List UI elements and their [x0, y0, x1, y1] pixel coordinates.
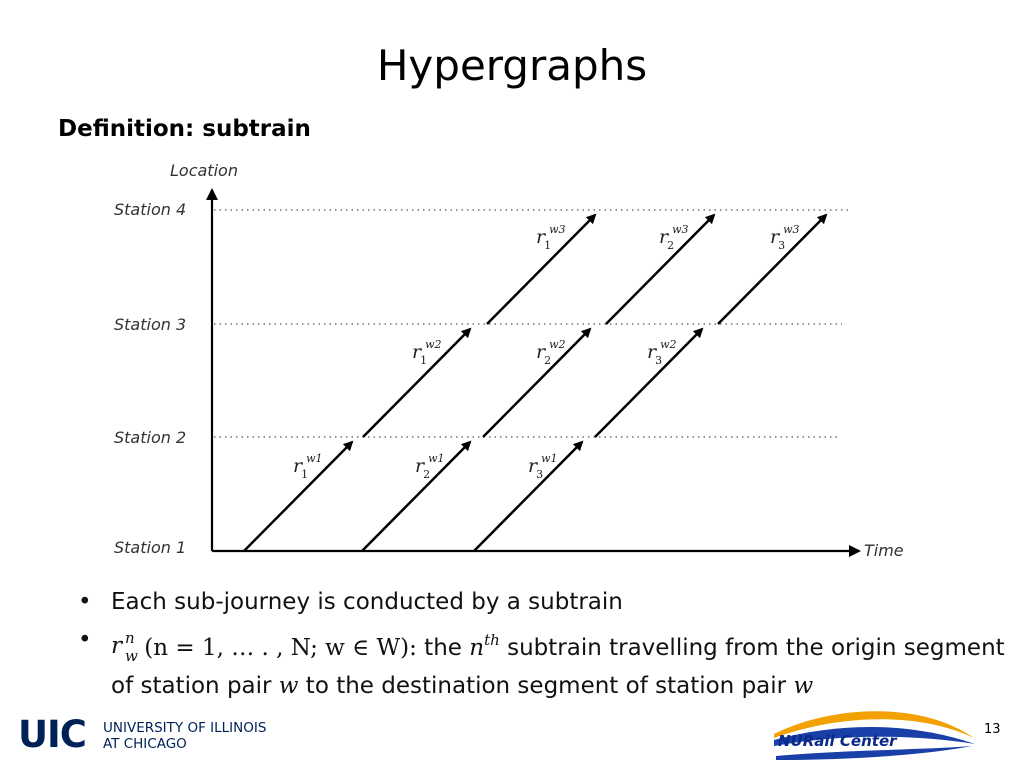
- station-label-2: Station 2: [114, 428, 186, 447]
- arrow-r2-w2: [482, 327, 592, 438]
- label-r2-w3: r2w3: [659, 223, 689, 252]
- label-r2-w2: r2w2: [536, 338, 566, 367]
- subtrain-labels: r1w1 r2w1 r3w1 r1w2 r2w2 r3w2 r1w3 r2w3 …: [293, 223, 800, 481]
- arrow-r1-w1: [243, 440, 354, 552]
- nth-base: n: [469, 635, 485, 661]
- label-r1-w1: r1w1: [293, 452, 323, 481]
- station-label-4: Station 4: [114, 200, 186, 219]
- page-number: 13: [984, 722, 1001, 737]
- bullet-item-1: • Each sub-journey is conducted by a sub…: [78, 583, 1013, 621]
- uic-logo-mark: UIC: [18, 713, 87, 756]
- label-r3-w2: r3w2: [647, 338, 677, 367]
- gridlines: [214, 209, 852, 438]
- bullet-text-1: Each sub-journey is conducted by a subtr…: [111, 589, 623, 615]
- bullet-list: • Each sub-journey is conducted by a sub…: [78, 583, 1013, 705]
- uic-logo-line-2: AT CHICAGO: [103, 736, 187, 752]
- subtrain-diagram: Location Time Station 4 Station 3 Statio…: [114, 161, 904, 560]
- uic-logo-name: UNIVERSITY OF ILLINOIS AT CHICAGO: [103, 720, 266, 752]
- bullet-marker: •: [78, 589, 92, 615]
- symbol-subscript: w: [125, 647, 138, 665]
- symbol-superscript: n: [125, 629, 135, 647]
- definition-text-1: subtrain travelling from the origin segm…: [111, 635, 1005, 699]
- uic-logo-line-1: UNIVERSITY OF ILLINOIS: [103, 720, 267, 736]
- nth-superscript: th: [484, 631, 500, 649]
- label-r2-w1: r2w1: [415, 452, 445, 481]
- slide-title: Hypergraphs: [376, 41, 648, 90]
- definition-heading: Definition: subtrain: [58, 116, 311, 142]
- arrow-r3-w2: [594, 327, 704, 438]
- bullet-marker: •: [78, 627, 92, 653]
- pair-w-origin: w: [278, 673, 299, 699]
- text-the: the: [416, 635, 470, 661]
- label-r1-w2: r1w2: [412, 338, 442, 367]
- y-axis-label: Location: [170, 161, 238, 180]
- symbol-base: r: [111, 633, 122, 659]
- station-label-3: Station 3: [114, 315, 186, 334]
- subtrain-arrows: [243, 213, 828, 552]
- label-r3-w1: r3w1: [528, 452, 558, 481]
- station-label-1: Station 1: [114, 538, 186, 557]
- arrow-r2-w3: [605, 213, 716, 325]
- x-axis-label: Time: [864, 541, 904, 560]
- math-condition: (n = 1, … . , N; w ∈ W):: [137, 635, 417, 661]
- pair-w-destination: w: [793, 673, 814, 699]
- arrow-r2-w1: [361, 440, 472, 552]
- subtrain-symbol: r n w: [111, 627, 138, 665]
- label-r3-w3: r3w3: [770, 223, 800, 252]
- arrow-r3-w3: [717, 213, 828, 325]
- definition-text-2: to the destination segment of station pa…: [298, 673, 794, 699]
- nurail-logo: NURail Center: [770, 700, 980, 762]
- nurail-swoosh-icon: [774, 711, 975, 760]
- nurail-logo-text: NURail Center: [778, 732, 897, 750]
- label-r1-w3: r1w3: [536, 223, 566, 252]
- bullet-item-2: • r n w (n = 1, … . , N; w ∈ W): the nth…: [78, 621, 1013, 705]
- arrow-r1-w3: [486, 213, 597, 325]
- arrow-r3-w1: [473, 440, 584, 552]
- arrow-r1-w2: [362, 327, 472, 438]
